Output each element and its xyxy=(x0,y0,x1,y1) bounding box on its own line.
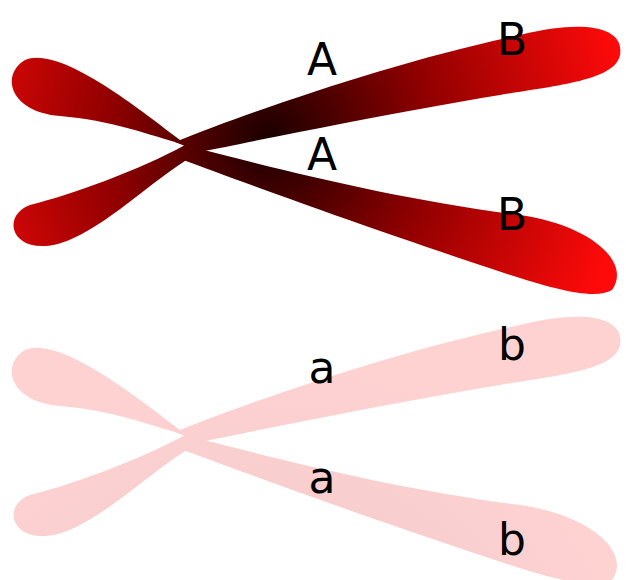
pale-chromosome xyxy=(12,317,621,580)
gene-allele-label: B xyxy=(497,193,527,237)
gene-allele-label: B xyxy=(497,18,527,62)
gene-allele-label: b xyxy=(498,518,526,562)
gene-allele-label: a xyxy=(309,346,336,390)
gene-allele-label: a xyxy=(309,456,336,500)
gene-allele-label: A xyxy=(307,133,337,177)
gene-allele-label: A xyxy=(307,38,337,82)
gene-allele-label: b xyxy=(498,323,526,367)
dark-chromosome xyxy=(12,27,621,294)
